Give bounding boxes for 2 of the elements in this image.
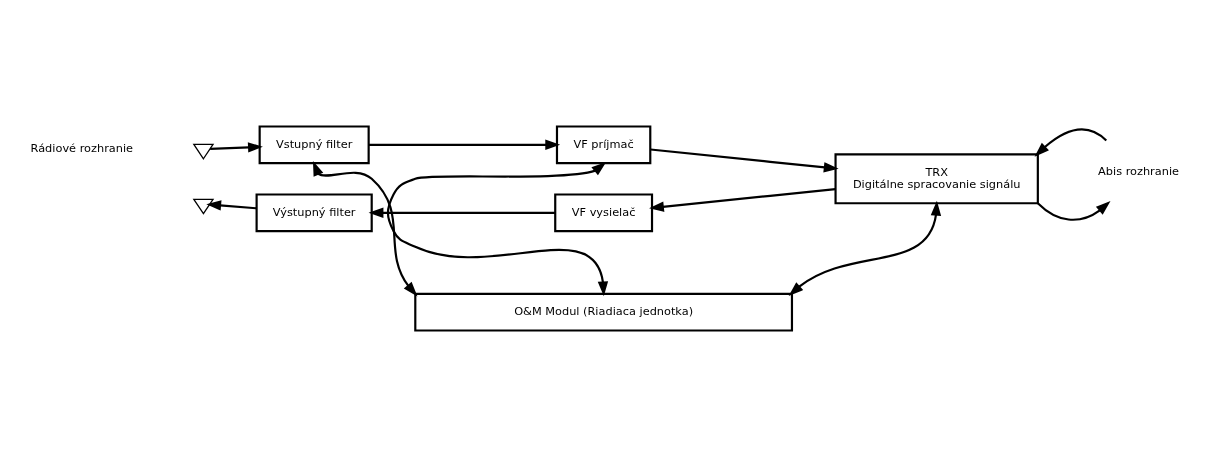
label: Rádiové rozhranie [30, 140, 134, 155]
node-text: Abis rozhranie [1098, 163, 1180, 178]
